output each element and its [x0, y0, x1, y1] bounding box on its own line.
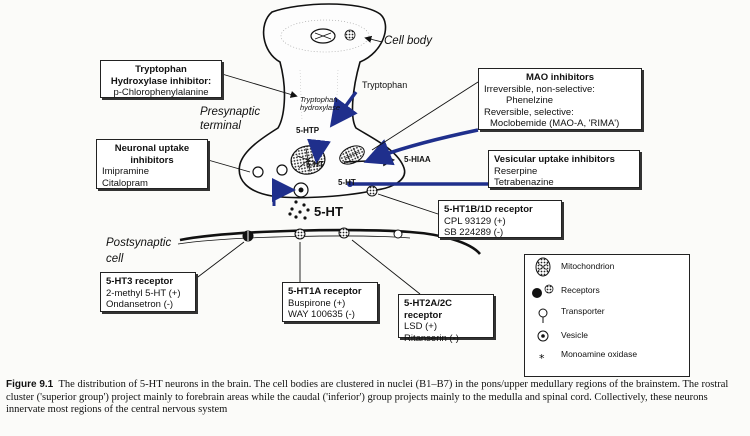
figure-caption: Figure 9.1 The distribution of 5-HT neur…: [6, 379, 746, 417]
mao-inhibitors-box: MAO inhibitors Irreversible, non-selecti…: [478, 68, 642, 130]
mitochondrion-icon: [535, 257, 551, 277]
neuronal-uptake-drug: Citalopram: [102, 177, 148, 189]
5ht1b1d-drug: SB 224289 (-): [444, 227, 504, 239]
5ht2a2c-drug: LSD (+): [404, 321, 437, 333]
postsynaptic-cell-label: Postsynaptic cell: [106, 237, 172, 265]
transporter-icon: [538, 308, 548, 323]
legend-icons: *: [532, 257, 554, 365]
vesicular-uptake-drug: Reserpine: [494, 165, 538, 177]
mao-inhibitors-title: MAO inhibitors: [525, 72, 595, 83]
5ht3-drug: 2-methyl 5-HT (+): [106, 287, 181, 299]
legend-label: Vesicle: [561, 330, 588, 340]
neuronal-uptake-title: Neuronal uptake inhibitors: [114, 143, 190, 166]
legend-label: Mitochondrion: [561, 261, 615, 271]
5ht2a2c-drug: Ritanserin (-): [404, 332, 459, 344]
tryptophan-hydroxylase-label: Tryptophan hydroxylase: [300, 95, 341, 113]
presynaptic-terminal-label: Presynaptic terminal: [200, 106, 261, 132]
neuronal-uptake-box: Neuronal uptake inhibitors Imipramine Ci…: [96, 139, 208, 189]
cell-body-label: Cell body: [384, 35, 432, 47]
5ht1b1d-title: 5-HT1B/1D receptor: [444, 204, 533, 215]
5hiaa-label: 5-HIAA: [404, 155, 431, 164]
legend-label: Monoamine oxidase: [561, 349, 638, 359]
5ht-inside-label: 5-HT: [306, 160, 324, 169]
mao-line: Reversible, selective:: [484, 106, 574, 118]
svg-text:*: *: [539, 352, 545, 365]
5ht1a-box: 5-HT1A receptor Buspirone (+) WAY 100635…: [282, 282, 378, 322]
tryptophan-label: Tryptophan: [362, 80, 408, 90]
5ht1a-title: 5-HT1A receptor: [288, 286, 362, 297]
autoreceptor: [366, 185, 378, 197]
tph-inhibitor-title: Tryptophan Hydroxylase inhibitor:: [110, 64, 212, 87]
legend: * Mitochondrion Receptors Transporter Ve…: [524, 254, 690, 377]
receptor-5ht1a: [294, 228, 306, 240]
5ht1b1d-drug: CPL 93129 (+): [444, 215, 506, 227]
5ht3-drug: Ondansetron (-): [106, 299, 174, 311]
5ht3-title: 5-HT3 receptor: [106, 276, 174, 287]
legend-label: Transporter: [561, 306, 605, 316]
legend-label: Receptors: [561, 285, 600, 295]
neuronal-uptake-drug: Imipramine: [102, 166, 149, 178]
tph-inhibitor-box: Tryptophan Hydroxylase inhibitor: p-Chlo…: [100, 60, 222, 98]
tph-inhibitor-drug: p-Chlorophenylalanine: [113, 87, 209, 99]
vesicle-icon: [537, 330, 549, 342]
mao-line: Phenelzine: [506, 95, 554, 107]
5ht-vesicle-label: 5-HT: [338, 178, 356, 187]
vesicular-uptake-drug: Tetrabenazine: [494, 177, 554, 189]
monoamine-oxidase-icon: *: [539, 352, 545, 365]
receptor-5ht2: [338, 227, 350, 239]
transporter-left-2: [276, 164, 288, 176]
mao-line: Irreversible, non-selective:: [484, 83, 595, 95]
figure-label: Figure 9.1: [6, 379, 54, 390]
vesicular-uptake-box: Vesicular uptake inhibitors Reserpine Te…: [488, 150, 640, 188]
5ht1a-drug: WAY 100635 (-): [288, 309, 355, 321]
vesicular-uptake-title: Vesicular uptake inhibitors: [494, 154, 615, 165]
released-5ht: [288, 200, 310, 220]
5htp-label: 5-HTP: [296, 126, 320, 135]
receptor-5ht3: [242, 230, 254, 242]
5ht2a2c-box: 5-HT2A/2C receptor LSD (+) Ritanserin (-…: [398, 294, 494, 344]
postsynaptic-membrane: [179, 228, 481, 255]
mao-line: Moclobemide (MAO-A, 'RIMA'): [490, 118, 620, 130]
5ht-cleft-label: 5-HT: [314, 204, 343, 219]
receptor-icon: [532, 284, 554, 298]
5ht1a-drug: Buspirone (+): [288, 297, 346, 309]
5ht2a2c-title: 5-HT2A/2C receptor: [404, 298, 453, 321]
5ht3-box: 5-HT3 receptor 2-methyl 5-HT (+) Ondanse…: [100, 272, 196, 312]
transporter-left: [252, 166, 264, 178]
5ht1b1d-box: 5-HT1B/1D receptor CPL 93129 (+) SB 2242…: [438, 200, 562, 238]
caption-text: The distribution of 5-HT neurons in the …: [6, 379, 729, 416]
